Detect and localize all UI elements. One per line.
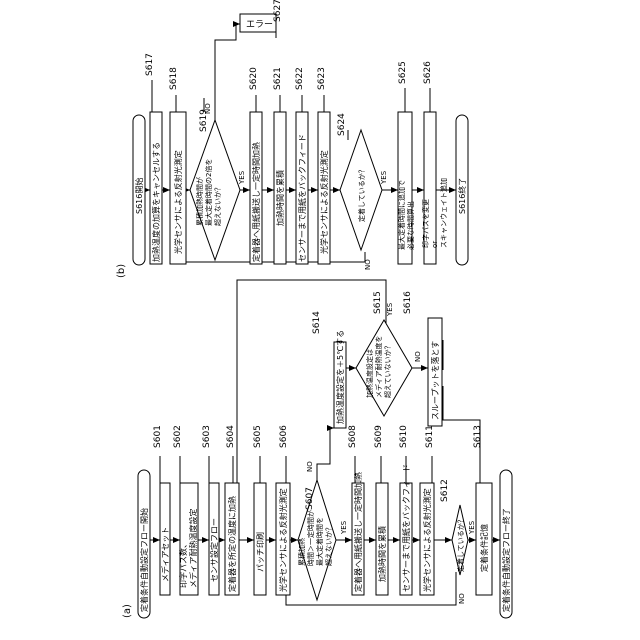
S624-yes: YES xyxy=(380,170,388,185)
S625-id: S625 xyxy=(398,61,408,84)
S601-id: S601 xyxy=(153,425,163,448)
S612-id: S612 xyxy=(440,479,450,502)
S608-text: 定着器へ用紙搬送し一定時間加熱 xyxy=(353,472,363,592)
S613-text: 定着条件記憶 xyxy=(479,524,489,572)
S611-text: 光学センサによる反射光測定 xyxy=(422,488,432,592)
S618-text: 光学センサによる反射光測定 xyxy=(173,150,183,254)
S607-no: NO xyxy=(306,461,314,472)
S615-id: S615 xyxy=(373,291,383,314)
text-line: 超えていないか？ xyxy=(383,342,392,398)
S604-text: 定着器を所定の温度に加熱 xyxy=(227,496,237,592)
a-start-text: 定着条件自動設定フロー開始 xyxy=(139,508,149,612)
S608-id: S608 xyxy=(348,425,358,448)
b-start-text: S616開始 xyxy=(134,178,144,214)
panel-b-label: (b) xyxy=(116,264,127,278)
S621-id: S621 xyxy=(273,67,283,90)
S606-text: 光学センサによる反射光測定 xyxy=(278,488,288,592)
text-line: 累積加熱時間が xyxy=(195,177,204,226)
S617-text: 加熱温度の加算をキャンセルする xyxy=(151,142,161,262)
text-line: or xyxy=(431,241,439,248)
S619-yes: YES xyxy=(238,170,246,185)
text-line: 超えないか？ xyxy=(324,524,333,566)
S603-text: センサ設定フロー xyxy=(209,518,219,582)
S624-id: S624 xyxy=(337,113,347,136)
S614-id: S614 xyxy=(312,311,322,334)
S609-text: 加熱時間を累積 xyxy=(377,526,387,582)
S618-id: S618 xyxy=(169,67,179,90)
S626-id: S626 xyxy=(423,61,433,84)
S624-no: NO xyxy=(364,259,372,270)
text-line: メディア耐熱温度を xyxy=(374,335,383,398)
S616-text: スループットを落とす xyxy=(430,341,440,420)
S603-id: S603 xyxy=(202,425,212,448)
S615-no: NO xyxy=(414,351,422,362)
text-line: 必要な時間算出 xyxy=(406,201,415,250)
S613-id: S613 xyxy=(473,425,483,448)
text-line: 印字パス数、 xyxy=(178,540,188,588)
b-step-ids: S617 S618 S619 S620 S621 S622 S623 S624 … xyxy=(145,0,433,136)
text-line: 最大定着時間の2倍を xyxy=(204,159,213,226)
S624-text: 定着しているか？ xyxy=(357,166,366,222)
S616-id: S616 xyxy=(403,291,413,314)
S622-id: S622 xyxy=(295,67,305,90)
text-line: 時間＞一定時間が xyxy=(306,510,315,566)
text-line: 最大定着時間を xyxy=(315,517,324,566)
S623-text: 光学センサによる反射光測定 xyxy=(319,150,329,254)
S622-text: センサーまで用紙をバックフィード xyxy=(297,134,307,262)
b-end-text: S616終了 xyxy=(457,178,467,214)
S620-text: 定着器へ用紙搬送し一定時間加熱 xyxy=(251,142,261,262)
S607-yes: YES xyxy=(340,520,348,535)
S602-id: S602 xyxy=(173,425,183,448)
S610-text: センサーまで用紙をバックフィード xyxy=(401,464,411,592)
S617-id: S617 xyxy=(145,53,155,76)
text-line: スキャンウェイト追加 xyxy=(439,178,448,248)
S612-yes: YES xyxy=(468,520,476,535)
S611-id: S611 xyxy=(425,425,435,448)
S607-id: S607 xyxy=(305,487,315,510)
text-line: 印字パスを変更 xyxy=(421,199,430,248)
S627-text: エラー xyxy=(246,19,273,30)
S609-id: S609 xyxy=(374,425,384,448)
S612-text: 定着しているか？ xyxy=(456,516,465,572)
S615-yes: YES xyxy=(386,302,394,317)
text-line: 超えないか？ xyxy=(213,184,222,226)
text-line: 最大定着時間に追加で xyxy=(397,180,406,250)
S614-text: 加熱温度設定を＋5℃する xyxy=(335,330,345,424)
S612-no: NO xyxy=(458,593,466,604)
S605-id: S605 xyxy=(253,425,263,448)
S619-no: NO xyxy=(204,103,212,114)
S605-text: パッチ印刷 xyxy=(256,532,265,572)
S604-id: S604 xyxy=(226,425,236,448)
S620-id: S620 xyxy=(249,67,259,90)
S621-text: 加熱時間を累積 xyxy=(275,170,285,226)
S606-id: S606 xyxy=(279,425,289,448)
text-line: メディア耐熱温度設定 xyxy=(188,509,198,588)
S623-id: S623 xyxy=(317,67,327,90)
S601-text: メディアセット xyxy=(160,527,170,582)
panel-a-label: (a) xyxy=(122,604,133,618)
text-line: 累積加熱 xyxy=(297,538,306,566)
text-line: 加熱温度設定は xyxy=(365,349,374,398)
S610-id: S610 xyxy=(399,425,409,448)
a-end-text: 定着条件自動設定フロー終了 xyxy=(501,508,511,612)
S627-id: S627 xyxy=(273,0,283,22)
